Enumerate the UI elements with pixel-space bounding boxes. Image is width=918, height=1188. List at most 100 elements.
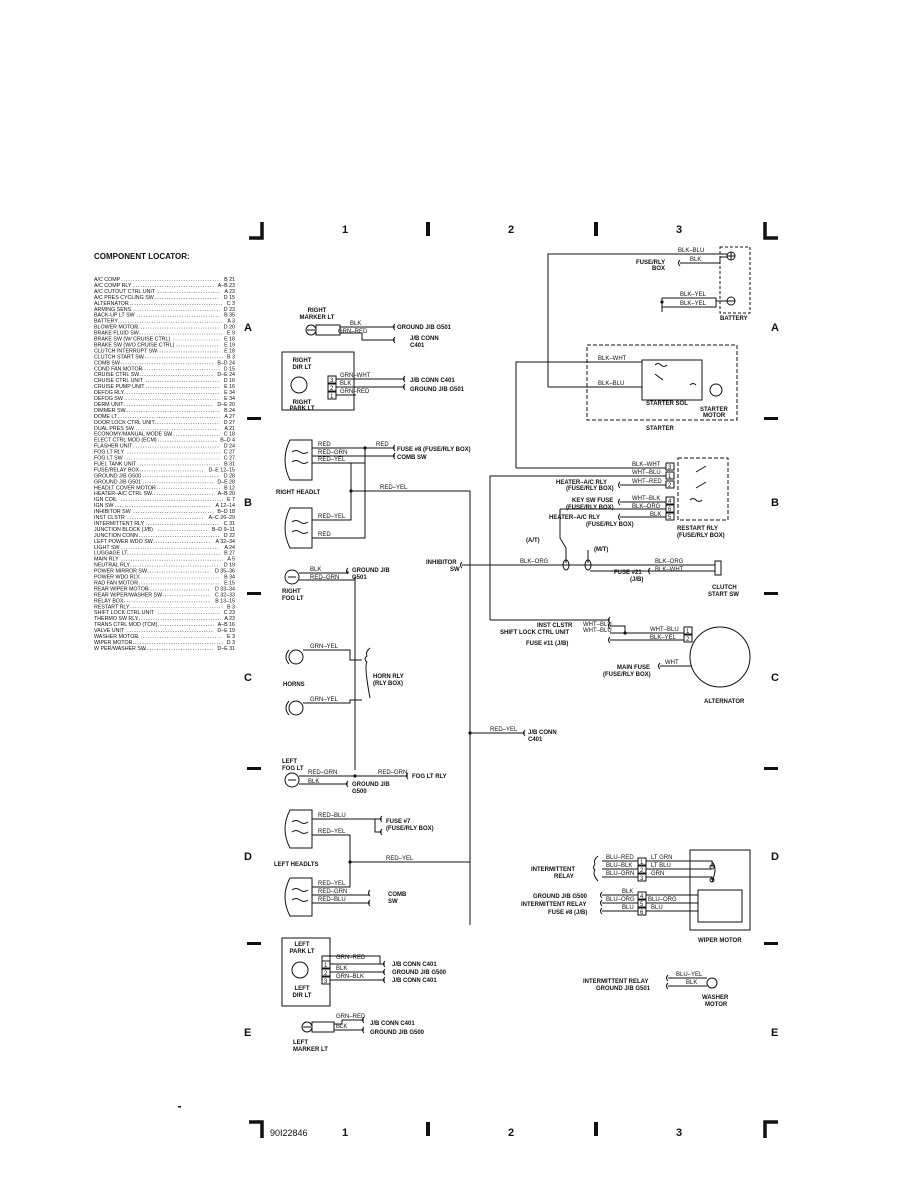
label: FOG LT bbox=[282, 766, 304, 772]
zone-label-right-d: D bbox=[771, 851, 779, 863]
locator-grid-ref: A–B 16 bbox=[218, 622, 235, 628]
terminal-label: FOG LT RLY bbox=[412, 774, 447, 780]
terminal-label: C401 bbox=[528, 737, 543, 743]
terminal-label: (FUSE/RLY BOX) bbox=[603, 672, 651, 678]
locator-grid-ref: B 3 bbox=[227, 604, 235, 610]
pin-number: 3 bbox=[324, 979, 328, 985]
wire-color: GRN–RED bbox=[340, 389, 370, 395]
locator-component-name: ARMING SENS bbox=[94, 307, 132, 313]
locator-component-name: LEFT POWER WDO SW bbox=[94, 539, 153, 545]
wire-color: BLK–WHT bbox=[598, 356, 627, 362]
wire-color: WHT–RED bbox=[632, 479, 662, 485]
pin-number: 1 bbox=[686, 629, 690, 635]
locator-component-name: NEUTRAL RLY bbox=[94, 563, 130, 569]
wiper-motor-box bbox=[689, 849, 751, 931]
locator-component-name: FOG LT RLY bbox=[94, 450, 124, 456]
locator-component-name: JUNCTION CONN bbox=[94, 533, 138, 539]
battery: BATTERY BLK–BLU BLK FUSE/RLY BOX BLK–YEL… bbox=[547, 246, 751, 387]
locator-grid-ref: D 22 bbox=[224, 533, 235, 539]
filament-icon bbox=[291, 888, 309, 902]
grid-tick bbox=[247, 767, 261, 770]
label: LEFT HEADLTS bbox=[274, 862, 319, 868]
terminal-label: (J/B) bbox=[630, 577, 643, 583]
locator-component-name: CLUTCH INTERRUPT SW bbox=[94, 348, 157, 354]
pin-number: 6 bbox=[640, 910, 644, 916]
alternator: 1 2 ALTERNATOR WHT–BLU WHT–BLU WHT–BLU B… bbox=[490, 616, 751, 705]
terminal-label: RELAY bbox=[554, 874, 574, 880]
wire-color: BLK bbox=[350, 321, 361, 327]
locator-grid-ref: A 24 bbox=[224, 545, 235, 551]
terminal-label: INTERMITTENT RELAY bbox=[521, 902, 586, 908]
locator-component-name: DOOR LOCK CTRL UNIT bbox=[94, 420, 155, 426]
wire bbox=[312, 862, 370, 904]
locator-component-name: INTERMITTENT RLY bbox=[94, 521, 145, 527]
locator-grid-ref: A 12–14 bbox=[216, 503, 235, 509]
pin-number: 2 bbox=[668, 483, 672, 489]
locator-component-name: POWER MIRROR SW bbox=[94, 569, 147, 575]
wire-color: RED bbox=[318, 532, 331, 538]
wire-color: BLU–ORG bbox=[606, 897, 635, 903]
grid-tick bbox=[247, 592, 261, 595]
locator-grid-ref: D–E 28 bbox=[217, 479, 235, 485]
corner-mark-bl bbox=[249, 1120, 264, 1138]
label: MOTOR bbox=[705, 1002, 728, 1008]
locator-component-name: RELAY BOX bbox=[94, 598, 124, 604]
terminal-label: J/B CONN bbox=[410, 336, 439, 342]
label: PARK LT bbox=[289, 406, 314, 412]
label: RIGHT bbox=[293, 358, 312, 364]
wire bbox=[559, 509, 589, 563]
locator-grid-ref: A 32–34 bbox=[216, 539, 235, 545]
locator-component-name: HEATER–A/C CTRL SW bbox=[94, 491, 152, 497]
terminal-label: HORN RLY bbox=[373, 674, 404, 680]
terminal-label: GROUND J/B bbox=[352, 782, 390, 788]
label: RIGHT bbox=[308, 308, 327, 314]
locator-component-name: JUNCTION BLOCK (J/B) bbox=[94, 527, 153, 533]
locator-grid-ref: A 21 bbox=[224, 426, 235, 432]
wire bbox=[303, 649, 362, 661]
locator-component-name: DUAL PRES SW bbox=[94, 426, 134, 432]
locator-component-name: DEFOG SW bbox=[94, 396, 123, 402]
wire-color: BLK–BLU bbox=[678, 248, 704, 254]
pin bbox=[683, 634, 693, 643]
terminal-label: (FUSE/RLY BOX) bbox=[566, 486, 614, 492]
locator-component-name: A/C COMP RLY bbox=[94, 283, 132, 289]
locator-component-name: DEFOG RLY bbox=[94, 390, 125, 396]
horn-icon bbox=[285, 700, 290, 716]
locator-component-name: GROUND J/B G500 bbox=[94, 473, 141, 479]
battery-box bbox=[719, 246, 751, 314]
fog-lamp-icon bbox=[284, 569, 300, 585]
locator-grid-ref: D 35–36 bbox=[215, 569, 235, 575]
wire-color: BLK–ORG bbox=[520, 559, 549, 565]
locator-component-name: DOME LT bbox=[94, 414, 118, 420]
locator-component-name: WASHER MOTOR bbox=[94, 634, 138, 640]
connector-icon bbox=[678, 259, 681, 267]
zone-label-left-e: E bbox=[244, 1027, 251, 1039]
locator-component-name: IGN SW bbox=[94, 503, 113, 509]
label: PARK LT bbox=[289, 949, 314, 955]
pin-number: 3 bbox=[668, 465, 672, 471]
terminal-label: GROUND J/B G501 bbox=[410, 387, 465, 393]
wire-color: GRN–RED bbox=[338, 329, 368, 335]
wire-color: BLK bbox=[336, 1024, 347, 1030]
wire bbox=[515, 361, 642, 468]
locator-grid-ref: B–D 4 bbox=[220, 438, 235, 444]
wire-color: GRN–YEL bbox=[310, 697, 339, 703]
locator-grid-ref: B 27 bbox=[224, 551, 235, 557]
locator-component-name: COND FAN MOTOR bbox=[94, 366, 143, 372]
locator-component-name: CRUISE CTRL UNIT bbox=[94, 378, 144, 384]
